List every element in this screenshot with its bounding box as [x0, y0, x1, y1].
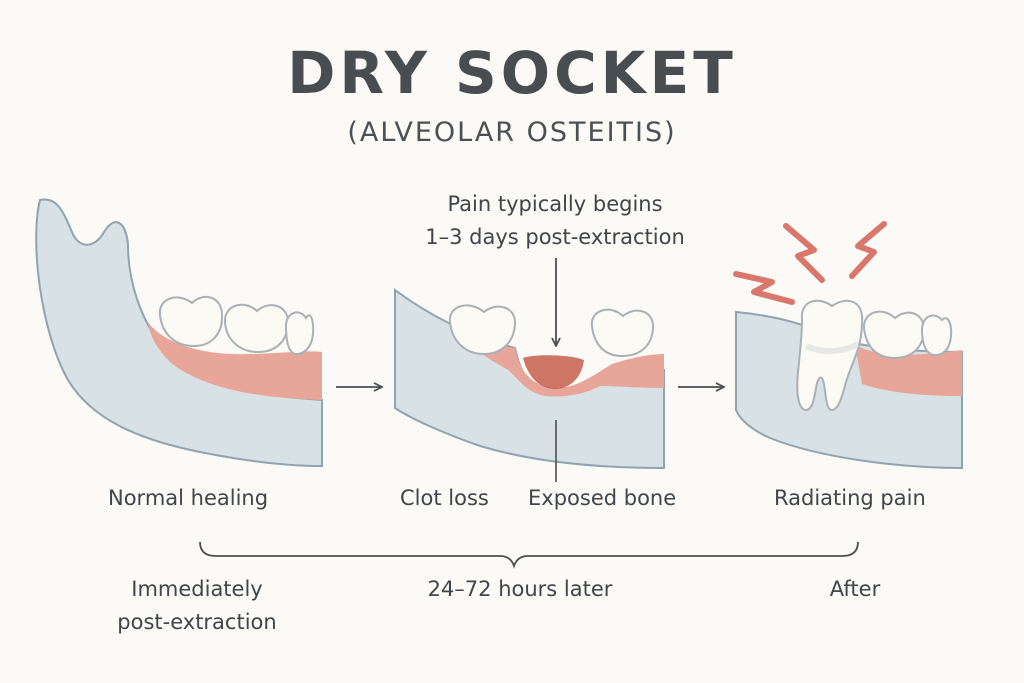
pain-bolt-left-icon — [733, 271, 795, 305]
stage-immediate: Immediately post-extraction — [92, 573, 302, 639]
page-subtitle: (ALVEOLAR OSTEITIS) — [347, 117, 677, 148]
stage-immediate-line-2: post-extraction — [117, 610, 277, 634]
pain-onset-line-2: 1–3 days post-extraction — [425, 225, 685, 249]
tooth-1b-icon — [223, 303, 290, 354]
jaw-panel-normal — [35, 198, 323, 468]
stage-after-line: After — [829, 577, 881, 601]
pain-onset-note: Pain typically begins 1–3 days post-extr… — [390, 188, 720, 254]
molar-icon — [796, 299, 864, 412]
stage-24-72-hours-line: 24–72 hours later — [427, 577, 613, 601]
gum-3 — [855, 345, 962, 396]
tooth-2b-icon — [590, 308, 655, 358]
socket-clot — [523, 355, 584, 389]
jaw-panel-socket — [394, 288, 665, 470]
stage-after: After — [800, 573, 910, 606]
tooth-1c-icon — [284, 311, 315, 356]
label-normal-healing: Normal healing — [108, 486, 269, 510]
gum-2 — [470, 342, 664, 397]
label-exposed-bone: Exposed bone — [528, 486, 677, 510]
label-radiating-pain: Radiating pain — [774, 486, 926, 510]
stage-immediate-line-1: Immediately — [131, 577, 263, 601]
label-clot-loss: Clot loss — [400, 486, 489, 510]
jaw-panel-pain — [735, 299, 963, 470]
pain-onset-line-1: Pain typically begins — [447, 192, 663, 216]
tooth-2a-icon — [448, 304, 517, 356]
timeline-brace — [199, 541, 859, 569]
tooth-3b-icon — [920, 314, 953, 357]
tooth-3a-icon — [862, 310, 926, 360]
stage-24-72-hours: 24–72 hours later — [400, 573, 640, 606]
pain-bolt-top-icon — [783, 223, 825, 283]
page-title: DRY SOCKET — [287, 39, 737, 107]
tooth-1a-icon — [158, 295, 224, 348]
pain-bolt-right-icon — [849, 221, 887, 279]
gum-1 — [148, 322, 322, 400]
